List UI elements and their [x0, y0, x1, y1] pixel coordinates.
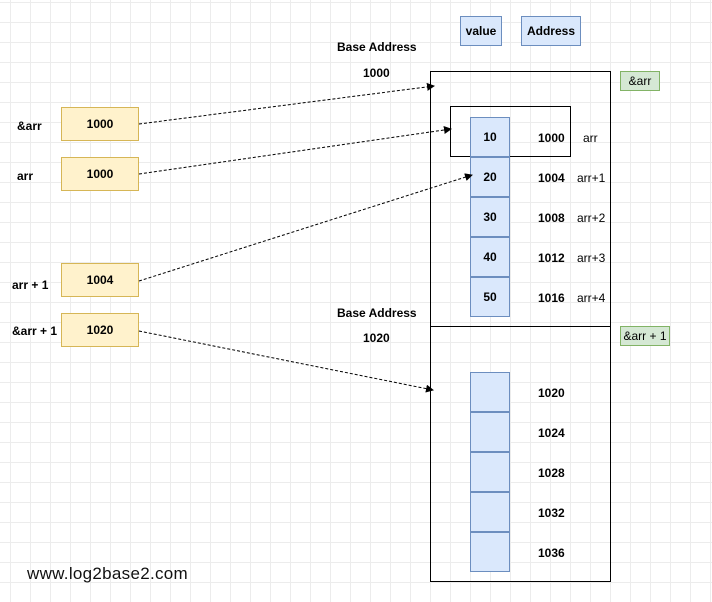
array-cell-empty — [470, 372, 510, 412]
tag-address-of-arr: &arr — [620, 71, 660, 91]
array-cell-empty — [470, 532, 510, 572]
array-cell: 10 — [470, 117, 510, 157]
pointer-box-arr: 1000 — [61, 157, 139, 191]
cell-value: 30 — [483, 210, 497, 224]
arrow-address-of-arr-plus-1 — [138, 330, 434, 393]
legend-address-label: Address — [526, 24, 576, 38]
cell-expression: arr+1 — [577, 171, 606, 185]
cell-value: 40 — [483, 250, 497, 264]
website-link[interactable]: www.log2base2.com — [27, 564, 189, 583]
cell-value: 50 — [483, 290, 497, 304]
array-cell: 40 — [470, 237, 510, 277]
pointer-box-address-of-arr-plus-1: 1020 — [61, 313, 139, 347]
pointer-label-arr-plus-1: arr + 1 — [12, 278, 49, 292]
tag-address-of-arr-label: &arr — [628, 74, 652, 88]
legend-value-label: value — [465, 24, 497, 38]
pointer-box-address-of-arr: 1000 — [61, 107, 139, 141]
cell-address: 1004 — [538, 171, 565, 185]
cell-value: 10 — [483, 130, 497, 144]
cell-expression: arr+3 — [577, 251, 606, 265]
array-cell-empty — [470, 412, 510, 452]
legend-value-box: value — [460, 16, 502, 46]
array-cell: 50 — [470, 277, 510, 317]
arrow-address-of-arr — [138, 82, 435, 125]
legend-address-box: Address — [521, 16, 581, 46]
cell-address: 1032 — [538, 506, 565, 520]
cell-value: 20 — [483, 170, 497, 184]
pointer-value: 1000 — [86, 167, 114, 181]
array-cell-empty — [470, 492, 510, 532]
cell-address: 1036 — [538, 546, 565, 560]
tag-address-of-arr-plus-1-label: &arr + 1 — [623, 329, 667, 343]
cell-expression: arr — [583, 131, 598, 145]
array-cell: 20 — [470, 157, 510, 197]
cell-expression: arr+2 — [577, 211, 606, 225]
pointer-box-arr-plus-1: 1004 — [61, 263, 139, 297]
cell-address: 1028 — [538, 466, 565, 480]
pointer-label-address-of-arr: &arr — [17, 119, 42, 133]
pointer-label-address-of-arr-plus-1: &arr + 1 — [12, 324, 58, 338]
pointer-value: 1000 — [86, 117, 114, 131]
base-address-bottom-value: 1020 — [363, 331, 390, 345]
arrow-arr-plus-1 — [138, 173, 473, 282]
cell-address: 1016 — [538, 291, 565, 305]
cell-address: 1020 — [538, 386, 565, 400]
cell-address: 1000 — [538, 131, 565, 145]
array-cell: 30 — [470, 197, 510, 237]
pointer-value: 1020 — [86, 323, 114, 337]
cell-address: 1012 — [538, 251, 565, 265]
cell-address: 1008 — [538, 211, 565, 225]
memory-divider — [430, 326, 611, 327]
pointer-value: 1004 — [86, 273, 114, 287]
base-address-top-label: Base Address — [337, 40, 417, 54]
base-address-top-value: 1000 — [363, 66, 390, 80]
cell-address: 1024 — [538, 426, 565, 440]
tag-address-of-arr-plus-1: &arr + 1 — [620, 326, 670, 346]
base-address-bottom-label: Base Address — [337, 306, 417, 320]
array-cell-empty — [470, 452, 510, 492]
pointer-label-arr: arr — [17, 169, 34, 183]
arrow-arr — [138, 126, 452, 175]
cell-expression: arr+4 — [577, 291, 606, 305]
